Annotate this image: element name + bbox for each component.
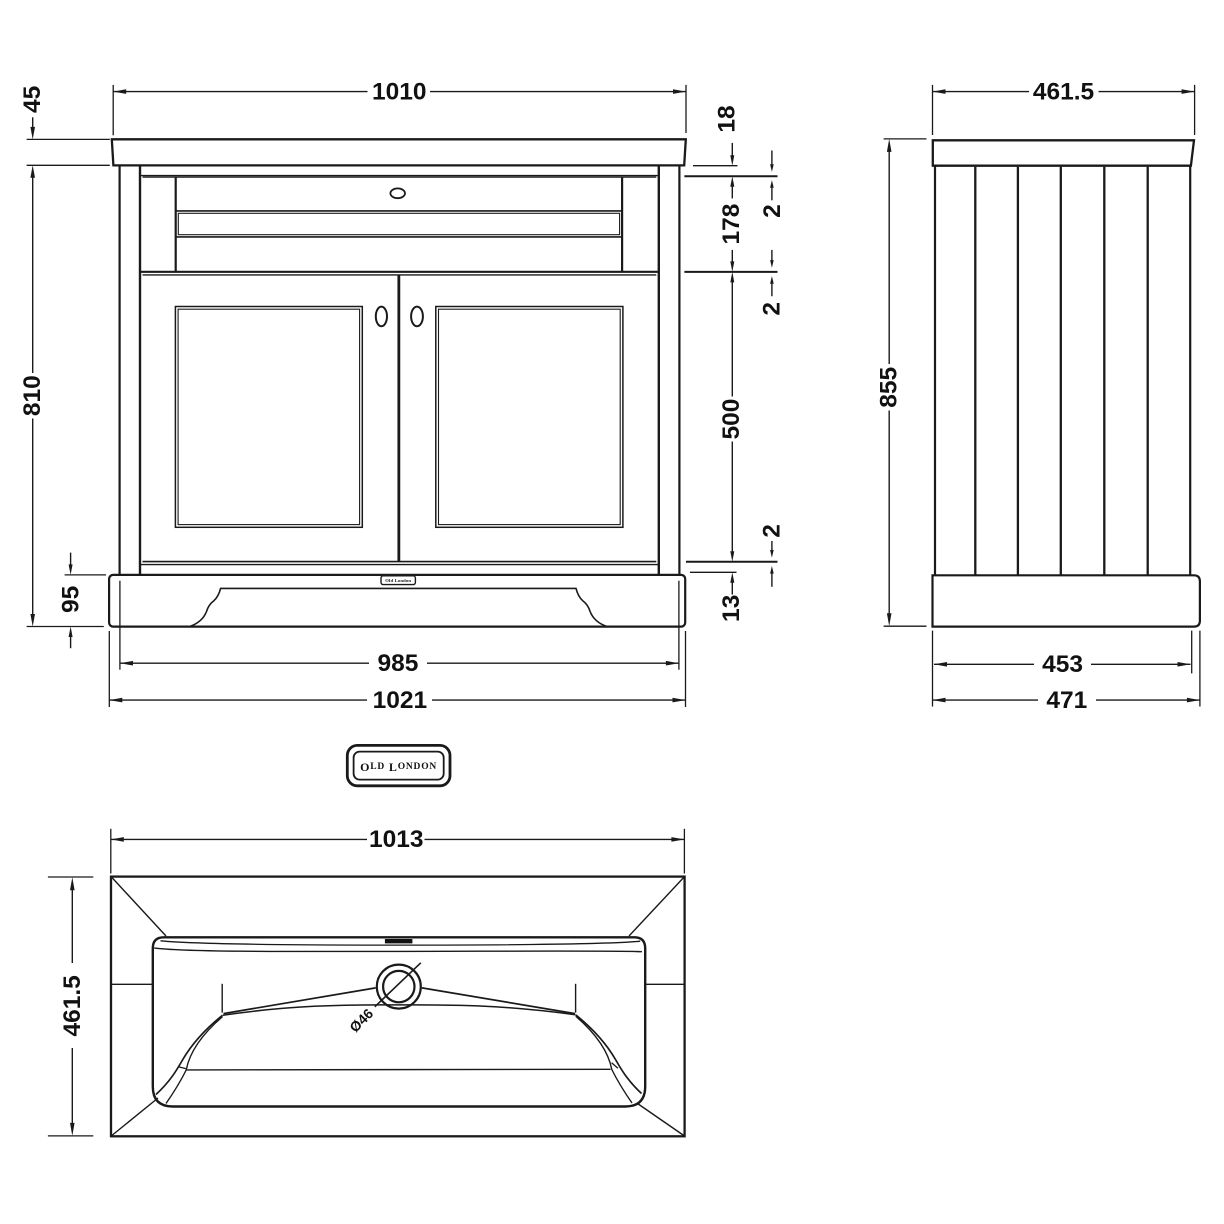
- svg-text:500: 500: [718, 399, 745, 440]
- svg-text:18: 18: [714, 105, 741, 132]
- svg-text:45: 45: [19, 86, 46, 113]
- svg-text:1010: 1010: [372, 78, 427, 105]
- svg-text:810: 810: [19, 375, 46, 416]
- svg-text:2: 2: [758, 302, 785, 316]
- svg-text:OLD LONDON: OLD LONDON: [360, 760, 437, 774]
- svg-text:2: 2: [759, 204, 786, 218]
- svg-text:1021: 1021: [373, 687, 428, 714]
- svg-text:2: 2: [758, 524, 785, 538]
- svg-text:95: 95: [57, 586, 84, 613]
- svg-text:855: 855: [876, 367, 903, 408]
- svg-text:461.5: 461.5: [59, 975, 86, 1036]
- svg-text:985: 985: [378, 650, 419, 677]
- svg-text:178: 178: [718, 204, 745, 245]
- svg-text:453: 453: [1042, 651, 1083, 678]
- svg-text:471: 471: [1046, 687, 1087, 714]
- svg-text:1013: 1013: [369, 826, 424, 853]
- svg-text:461.5: 461.5: [1033, 78, 1094, 105]
- svg-text:13: 13: [718, 595, 745, 622]
- svg-text:Old London: Old London: [385, 578, 411, 583]
